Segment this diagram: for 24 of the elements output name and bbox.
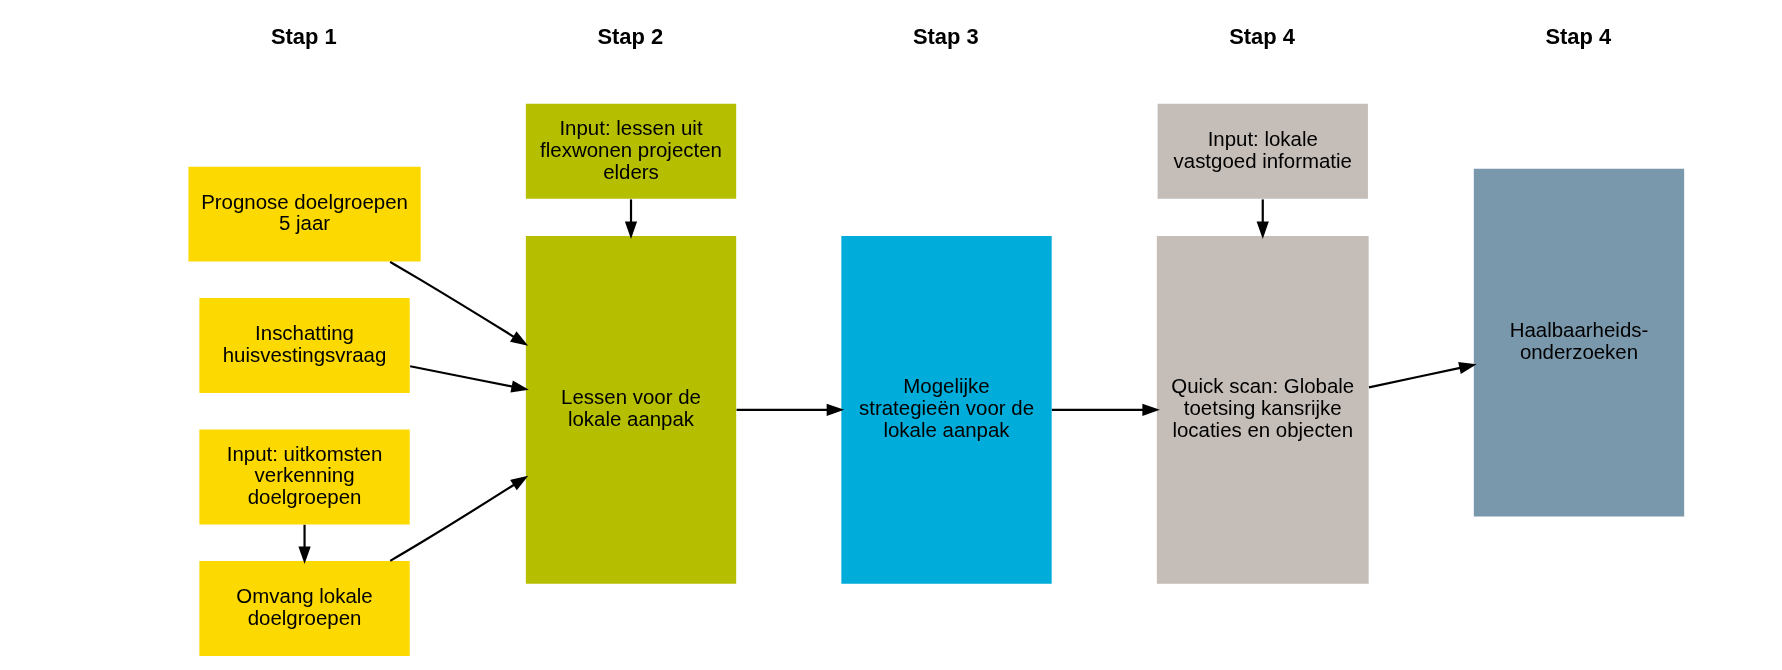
node-box: Prognose doelgroepen 5 jaar	[187, 166, 421, 262]
label: Stap 4	[1544, 23, 1611, 49]
label: Stap 4	[1228, 23, 1295, 49]
node-box: Mogelijke strategieën voor de lokale aanpak	[840, 236, 1052, 584]
arrow	[389, 475, 528, 562]
node-box: Lessen voor de lokale aanpak	[525, 236, 736, 584]
node-box: Input: lokale vastgoed informatie	[1157, 103, 1368, 199]
node-box: Input: lessen uit flexwonen projecten elders	[525, 103, 736, 199]
arrow	[736, 403, 844, 416]
label: Stap 3	[912, 23, 979, 49]
label: Stap 2	[596, 23, 663, 49]
arrow	[624, 199, 637, 239]
node-box: Haalbaarheids- onderzoeken	[1473, 168, 1684, 517]
arrow	[1256, 199, 1269, 239]
node-box: Input: uitkomsten verkenning doelgroepen	[198, 429, 410, 525]
arrow	[297, 524, 311, 565]
node-box: Inschatting huisvestingsvraag	[198, 298, 410, 394]
label: Stap 1	[270, 23, 337, 49]
arrow	[1368, 362, 1477, 389]
arrow	[389, 260, 528, 346]
arrow	[409, 365, 529, 393]
arrow	[1051, 403, 1160, 416]
node-box: Omvang lokale doelgroepen	[198, 561, 410, 656]
node-box: Quick scan: Globale toetsing kansrijke locaties en objecten	[1156, 236, 1369, 584]
